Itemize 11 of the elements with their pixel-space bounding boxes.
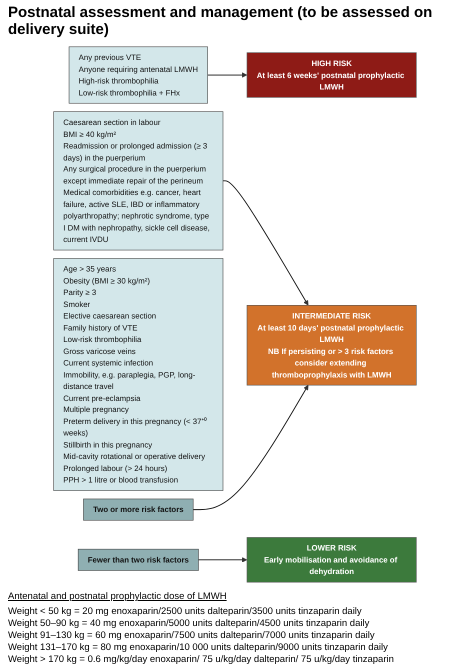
diagram-title: Postnatal assessment and management (to be assessed on delivery suite): [8, 4, 434, 38]
dose-note: Weight 131–170 kg = 80 mg enoxaparin/10 000 units dalteparin/9000 units tinzaparin daily: [8, 642, 388, 653]
dose-note: Weight 50–90 kg = 40 mg enoxaparin/5000 units dalteparin/4500 units tinzaparin daily: [8, 618, 370, 629]
arrow: [192, 384, 308, 510]
dose-heading: Antenatal and postnatal prophylactic dose of LMWH: [8, 591, 227, 603]
dose-note: Weight > 170 kg = 0.6 mg/kg/day enoxaparin/ 75 u/kg/day dalteparin/ 75 u/kg/day tinzaparin: [8, 654, 394, 665]
dose-note: Weight 91–130 kg = 60 mg enoxaparin/7500 units dalteparin/7000 units tinzaparin daily: [8, 630, 375, 641]
dose-note: Weight < 50 kg = 20 mg enoxaparin/2500 units dalteparin/3500 units tinzaparin daily: [8, 606, 362, 617]
arrow: [198, 557, 248, 562]
arrow: [207, 72, 248, 78]
arrow: [222, 180, 308, 306]
